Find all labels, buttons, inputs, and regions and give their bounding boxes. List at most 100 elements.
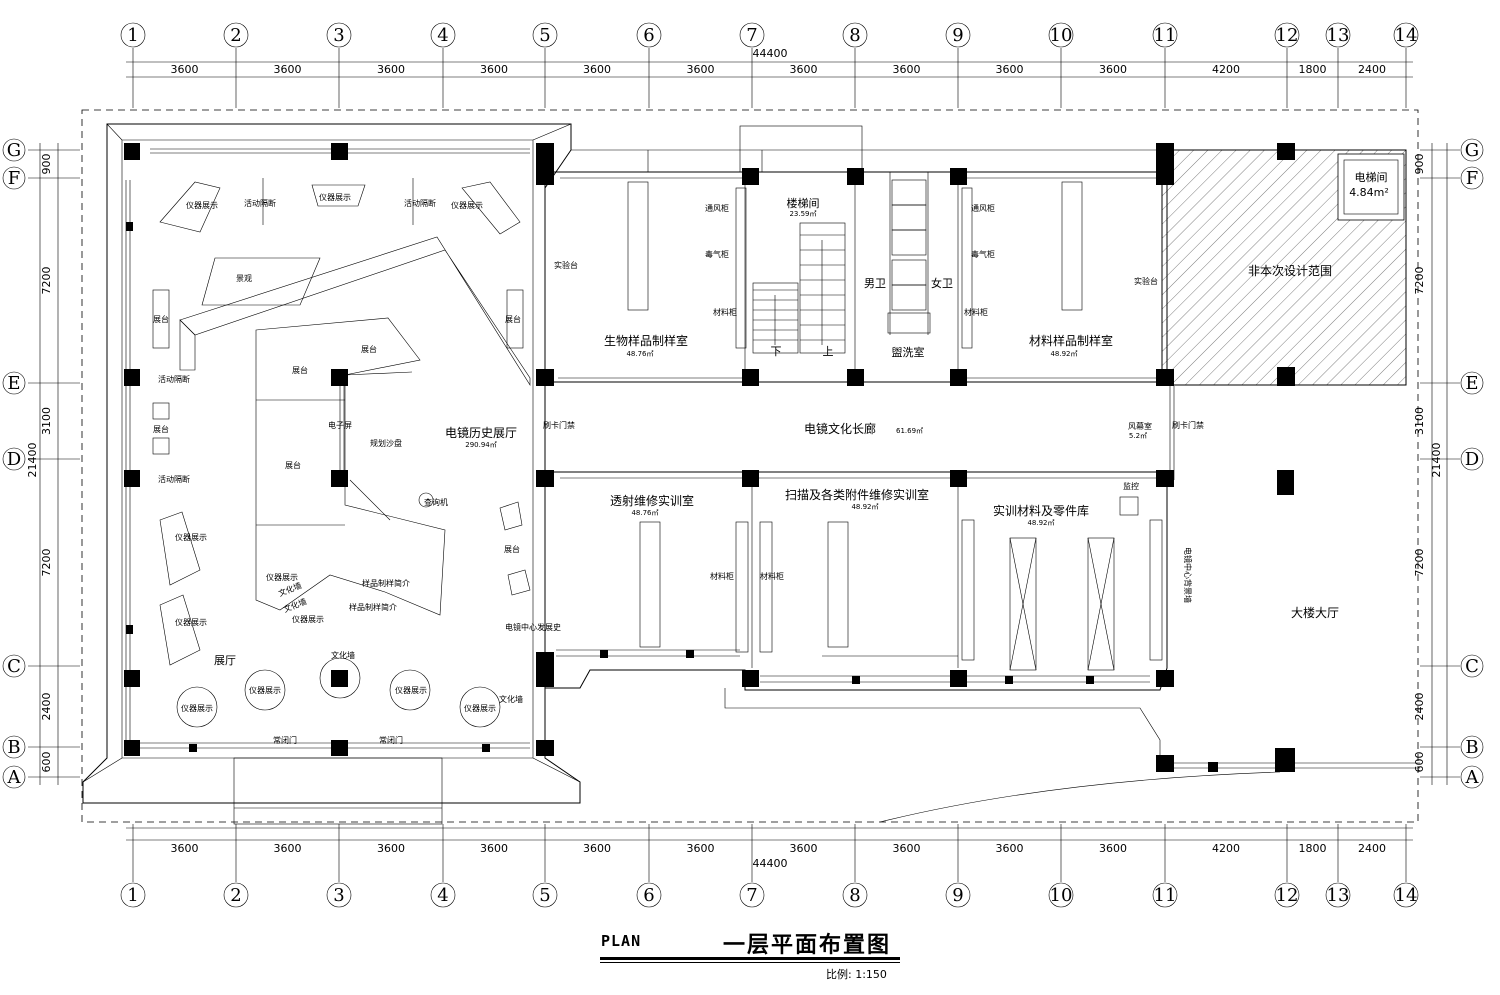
dim-label: 3600 xyxy=(377,842,405,855)
room-area: 48.76㎡ xyxy=(631,509,658,517)
room-history-hall: 电镜历史展厅 xyxy=(445,425,517,440)
axis-bubble xyxy=(430,22,456,48)
axis-bubble xyxy=(2,735,26,759)
axis-bubble xyxy=(1048,22,1074,48)
axis-bubble xyxy=(1325,22,1351,48)
axis-bubble xyxy=(739,22,765,48)
dim-label: 7200 xyxy=(40,267,53,295)
dim-label: 3600 xyxy=(996,842,1024,855)
axis-bubble xyxy=(2,371,26,395)
kiosk-circle xyxy=(418,492,434,508)
label-fume-hood: 通风柜 xyxy=(705,203,729,213)
label-instrument: 仪器展示 xyxy=(464,704,496,713)
axis-label: 3 xyxy=(333,25,344,46)
axis-label: 10 xyxy=(1050,885,1073,906)
plan-title: 一层平面布置图 xyxy=(723,933,892,958)
label-culture-wall: 文化墙 xyxy=(282,596,308,614)
axis-label: 6 xyxy=(643,25,654,46)
axis-bubble xyxy=(1274,882,1300,908)
axis-bubble xyxy=(945,882,971,908)
room-area: 48.92㎡ xyxy=(851,503,878,511)
landscape-island xyxy=(201,257,321,306)
axis-label: 12 xyxy=(1276,25,1299,46)
dim-label: 2400 xyxy=(1358,842,1386,855)
axis-label: 1 xyxy=(127,25,138,46)
dim-label: 3600 xyxy=(996,63,1024,76)
room-elevator: 电梯间 xyxy=(1355,171,1388,184)
label-movable-partition: 活动隔断 xyxy=(244,198,276,208)
exhibit-inner-wall xyxy=(121,139,534,759)
label-culture-wall: 文化墙 xyxy=(277,580,303,598)
axis-label: 5 xyxy=(539,25,550,46)
label-instrument: 仪器展示 xyxy=(319,193,351,202)
entrance-curve xyxy=(879,771,1281,823)
label-stand: 展台 xyxy=(292,365,308,375)
axis-label: C xyxy=(1465,656,1479,677)
axis-label: 4 xyxy=(437,25,448,46)
room-area: 4.84m² xyxy=(1349,186,1389,199)
label-poison-cabinet: 毒气柜 xyxy=(971,249,995,259)
axis-label: E xyxy=(1465,373,1478,394)
entrance-canopy xyxy=(233,757,443,825)
room-material-lab: 材料样品制样室 xyxy=(1029,333,1113,348)
toilet-stall xyxy=(891,229,927,256)
label-instrument: 仪器展示 xyxy=(175,618,207,627)
axis-bubble xyxy=(1393,882,1419,908)
exhibit-columns xyxy=(124,143,554,756)
dim-label: 3600 xyxy=(1099,63,1127,76)
dim-label: 3600 xyxy=(480,842,508,855)
display-circle xyxy=(389,669,431,711)
axis-bubble xyxy=(120,882,146,908)
axis-label: 9 xyxy=(952,885,963,906)
toilet-stall xyxy=(891,259,927,286)
axis-label: 11 xyxy=(1154,885,1177,906)
plan-scale: 比例: 1:150 xyxy=(826,968,887,981)
stand xyxy=(152,437,170,455)
axis-bubble xyxy=(326,882,352,908)
dim-label: 2400 xyxy=(1413,693,1426,721)
room-air-lock: 风幕室 xyxy=(1128,421,1152,431)
axis-label: 5 xyxy=(539,885,550,906)
room-bio-lab: 生物样品制样室 xyxy=(604,333,688,348)
axis-label: B xyxy=(1465,737,1478,758)
display-circle xyxy=(244,669,286,711)
label-down: 下 xyxy=(771,345,782,358)
axis-label: 11 xyxy=(1154,25,1177,46)
axis-bubble xyxy=(636,22,662,48)
dim-total: 21400 xyxy=(1430,443,1443,478)
toilet-stall xyxy=(891,204,927,231)
label-sample-intro: 样品制样简介 xyxy=(349,602,397,612)
showcase xyxy=(159,594,201,666)
label-monitor: 监控 xyxy=(1123,481,1139,491)
axis-bubble xyxy=(532,22,558,48)
dim-label: 3600 xyxy=(1099,842,1127,855)
sand-table-area xyxy=(255,317,446,616)
lab-bench xyxy=(1061,181,1083,311)
axis-label: A xyxy=(7,767,22,788)
label-landscape: 景观 xyxy=(236,274,252,283)
dim-label: 900 xyxy=(1413,154,1426,175)
dim-label: 2400 xyxy=(1358,63,1386,76)
label-material-cabinet: 材料柜 xyxy=(760,571,784,581)
axis-bubble xyxy=(326,22,352,48)
label-stand: 展台 xyxy=(361,344,377,354)
axis-label: 2 xyxy=(230,885,241,906)
room-area: 48.92㎡ xyxy=(1050,350,1077,358)
label-stand: 展台 xyxy=(153,424,169,434)
stand xyxy=(152,402,170,420)
label-kiosk: 查询机 xyxy=(424,497,448,507)
room-area: 48.92㎡ xyxy=(1027,519,1054,527)
axis-bubble xyxy=(1325,882,1351,908)
label-poison-cabinet: 毒气柜 xyxy=(705,249,729,259)
axis-bubble xyxy=(636,882,662,908)
room-parts-store: 实训材料及零件库 xyxy=(993,503,1089,518)
showcase xyxy=(159,511,201,586)
dim-label: 3600 xyxy=(377,63,405,76)
axis-label: D xyxy=(1465,449,1479,470)
label-instrument: 仪器展示 xyxy=(249,686,281,695)
dim-label: 3600 xyxy=(687,63,715,76)
stand xyxy=(507,569,531,596)
axis-label: 2 xyxy=(230,25,241,46)
dim-label: 2400 xyxy=(40,693,53,721)
